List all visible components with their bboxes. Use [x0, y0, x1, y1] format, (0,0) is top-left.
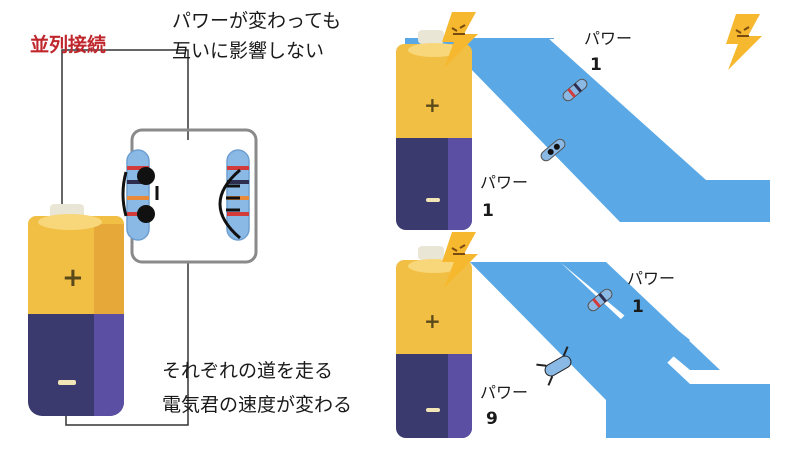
bottom-panel: + — [396, 231, 770, 438]
note-top-line: パワーが変わっても — [172, 10, 342, 32]
electric-character-icon — [536, 346, 572, 386]
note-top-line: 互いに影響しない — [172, 40, 325, 62]
power-label: パワー — [627, 269, 676, 288]
power-value: 9 — [486, 409, 498, 429]
power-value: 1 — [482, 201, 494, 221]
note-bottom: それぞれの道を走る 電気君の速度が変わる — [162, 354, 352, 422]
power-label: パワー — [480, 173, 529, 192]
circuit-wire-bottom — [65, 262, 189, 426]
battery-icon: + — [396, 30, 472, 230]
note-bottom-line: それぞれの道を走る — [162, 360, 334, 382]
resistor-icon — [587, 288, 613, 312]
left-circuit: + — [28, 49, 258, 426]
svg-text:+: + — [424, 93, 441, 117]
diagram-title: 並列接続 — [30, 34, 107, 56]
power-value: 1 — [590, 55, 602, 75]
circuit-wire-top — [61, 49, 189, 212]
electric-character-icon — [218, 168, 241, 240]
battery-icon: + — [396, 246, 472, 438]
battery-icon: + — [28, 204, 124, 416]
resistor-icon — [540, 138, 566, 162]
power-label: パワー — [480, 383, 529, 402]
electric-character-icon — [121, 167, 159, 223]
power-label: パワー — [584, 29, 633, 48]
top-panel: + — [396, 11, 770, 230]
svg-text:+: + — [424, 309, 441, 333]
svg-text:+: + — [62, 263, 84, 293]
note-top: パワーが変わっても 互いに影響しない — [172, 6, 341, 66]
resistor-icon — [126, 149, 150, 241]
resistor-icon — [562, 78, 588, 102]
note-bottom-line: 電気君の速度が変わる — [162, 394, 353, 416]
power-value: 1 — [632, 297, 644, 317]
lightning-icon — [725, 13, 763, 71]
